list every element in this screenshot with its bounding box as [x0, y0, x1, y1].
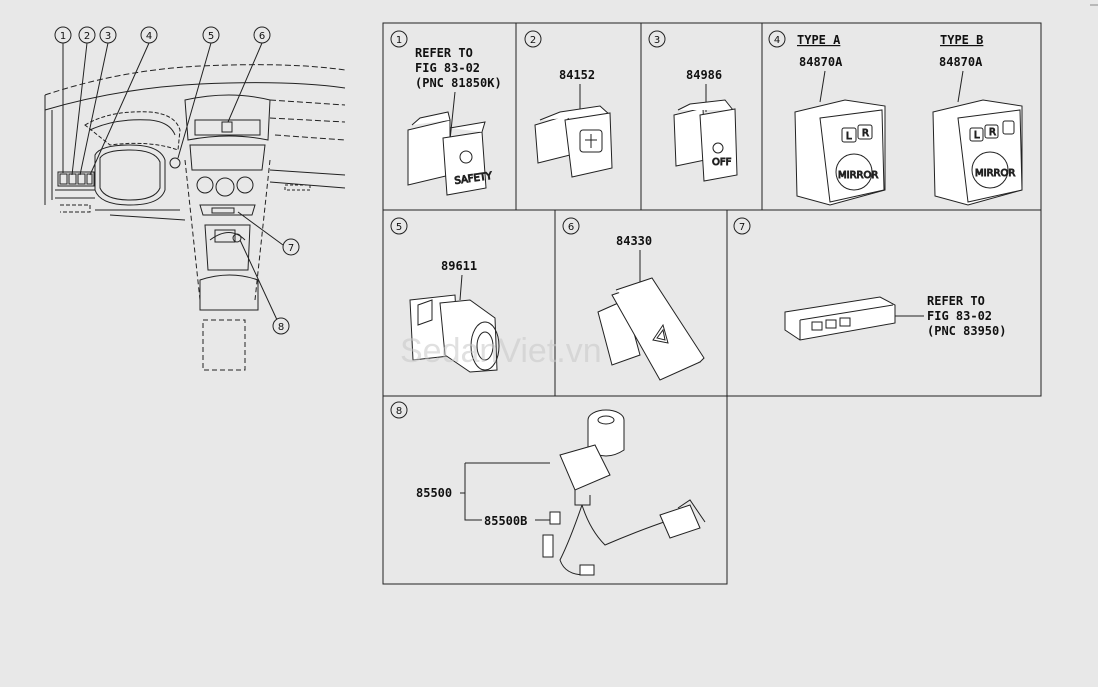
part-84330-label: 84330 [616, 234, 652, 248]
panel-1-number: 1 [396, 35, 402, 46]
type-a-label: TYPE A [797, 33, 841, 47]
type-b-label: TYPE B [940, 33, 983, 47]
mirror-a-btn-r: R [862, 128, 869, 139]
panel-2: 2 84152 [524, 30, 613, 178]
mirror-b-btn-l: L [974, 130, 980, 141]
part-85500b-label: 85500B [484, 514, 527, 528]
panel-8-number: 8 [396, 406, 402, 417]
part-84986-label: 84986 [686, 68, 722, 82]
panel-2-number: 2 [530, 35, 536, 46]
mirror-b-label: MIRROR [975, 168, 1015, 179]
panel-5-number: 5 [396, 222, 402, 233]
callout-7: 7 [282, 238, 300, 256]
switch-84986-illustration: OFF [673, 99, 738, 182]
panel-7: 7 REFER TO FIG 83-02 (PNC 83950) [733, 217, 1006, 341]
callout-4: 4 [140, 26, 158, 44]
panel-1-refer-line-1: REFER TO [415, 46, 473, 60]
panel-7-refer-line-2: FIG 83-02 [927, 309, 992, 323]
callout-5: 5 [202, 26, 220, 44]
part-84870a-type-b-label: 84870A [939, 55, 983, 69]
watermark: SedanViet.vn [400, 332, 602, 370]
panel-1-refer-line-2: FIG 83-02 [415, 61, 480, 75]
callout-8: 8 [272, 317, 290, 335]
svg-text:7: 7 [288, 243, 294, 254]
callout-6: 6 [253, 26, 271, 44]
vsc-switch-illustration: SAFETY [407, 111, 494, 196]
part-85500-label: 85500 [416, 486, 452, 500]
svg-text:6: 6 [259, 31, 265, 42]
mirror-a-btn-l: L [846, 131, 852, 142]
svg-text:8: 8 [278, 322, 284, 333]
dashboard-overview-illustration [44, 42, 346, 371]
cigarette-lighter-illustration [460, 409, 706, 576]
part-84870a-type-a-label: 84870A [799, 55, 843, 69]
panel-1-refer-line-3: (PNC 81850K) [415, 76, 502, 90]
svg-text:4: 4 [146, 31, 152, 42]
panel-6-number: 6 [568, 222, 574, 233]
panel-6: 6 84330 [562, 217, 705, 381]
panel-3: 3 84986 OFF [648, 30, 738, 182]
svg-text:2: 2 [84, 31, 90, 42]
panel-3-number: 3 [654, 35, 660, 46]
svg-text:3: 3 [105, 31, 111, 42]
mirror-switch-type-b-illustration: L R MIRROR [932, 99, 1023, 206]
part-89611-label: 89611 [441, 259, 477, 273]
panel-1: 1 REFER TO FIG 83-02 (PNC 81850K) SAFETY [390, 30, 502, 196]
panel-4-number: 4 [774, 35, 780, 46]
panel-7-number: 7 [739, 222, 745, 233]
mirror-a-label: MIRROR [838, 170, 878, 181]
panel-grid [382, 22, 1042, 585]
switch-panel-83950-illustration [784, 296, 896, 341]
hazard-switch-illustration [597, 277, 705, 381]
svg-text:5: 5 [208, 31, 214, 42]
mirror-switch-type-a-illustration: L R MIRROR [794, 99, 886, 206]
callout-2: 2 [78, 26, 96, 44]
switch-84986-text: OFF [712, 157, 732, 168]
panel-8: 8 85500 85500B [390, 401, 706, 576]
socket-89611-illustration [409, 294, 500, 373]
svg-text:1: 1 [60, 31, 66, 42]
switch-84152-illustration [534, 105, 613, 178]
mirror-b-btn-r: R [989, 127, 996, 138]
callout-3: 3 [99, 26, 117, 44]
part-84152-label: 84152 [559, 68, 595, 82]
panel-7-refer-line-1: REFER TO [927, 294, 985, 308]
panel-7-refer-line-3: (PNC 83950) [927, 324, 1006, 338]
panel-4: 4 TYPE A TYPE B 84870A 84870A L R MIRROR… [768, 30, 1023, 206]
callout-1: 1 [54, 26, 72, 44]
panel-5: 5 89611 [390, 217, 500, 373]
overview-callouts: 1 2 3 4 5 6 7 8 [54, 26, 300, 335]
